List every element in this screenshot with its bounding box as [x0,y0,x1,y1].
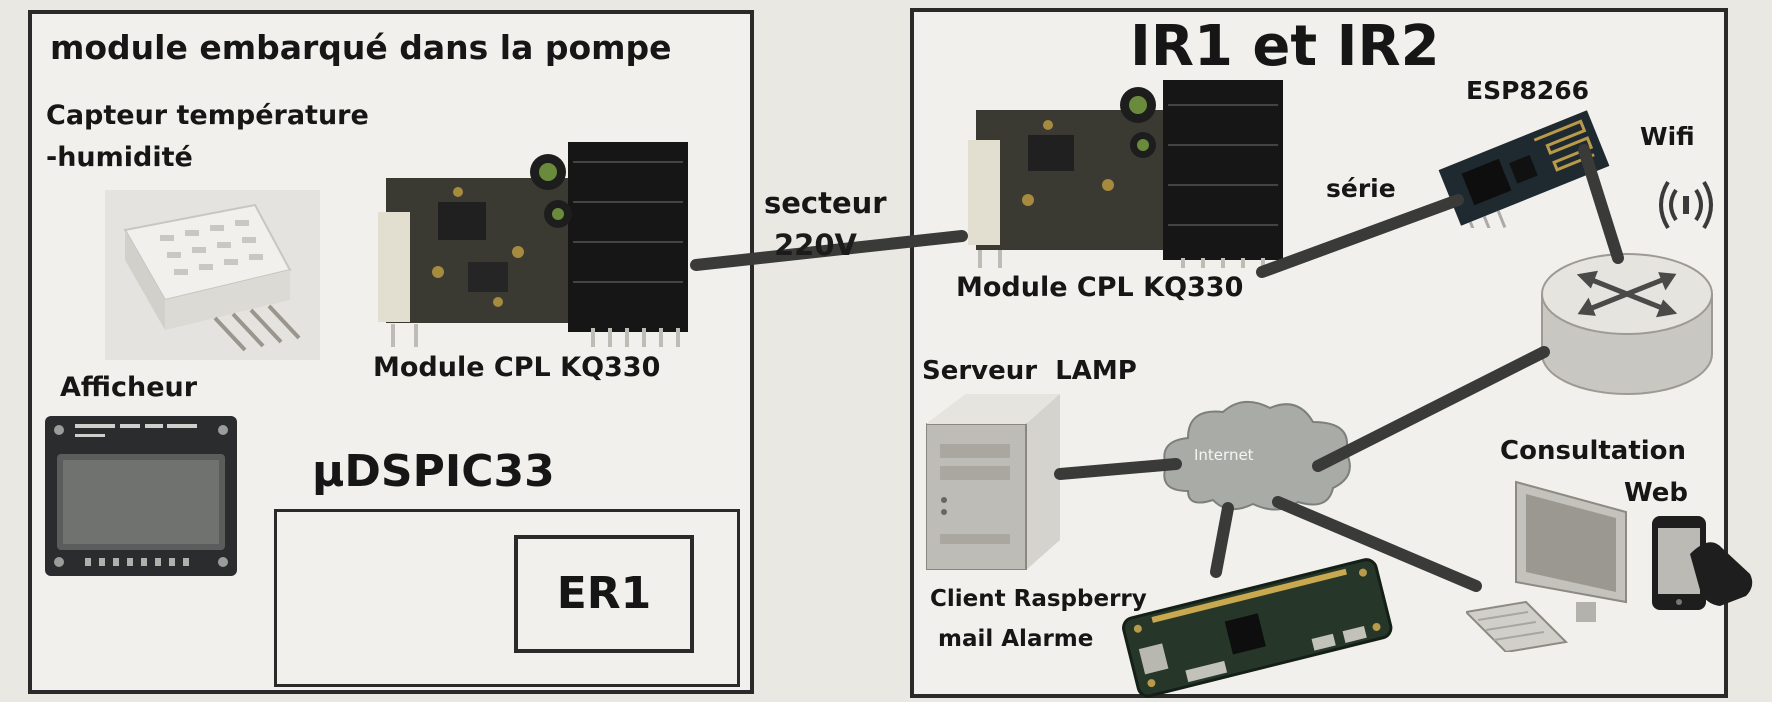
esp-label: ESP8266 [1466,76,1589,105]
cpl-label-right: Module CPL KQ330 [956,272,1244,303]
monitor-icon [1466,480,1627,652]
temperature-humidity-sensor [105,190,320,360]
right-panel-title: IR1 et IR2 [1130,14,1440,79]
mains-label-line2: 220V [774,228,857,262]
wifi-label: Wifi [1640,122,1695,151]
consult-label-line2: Web [1624,478,1688,508]
sensor-label-line2: -humidité [46,142,193,173]
client-label-line1: Client Raspberry [930,586,1147,612]
mcu-label: µDSPIC33 [312,446,555,497]
sensor-label-line1: Capteur température [46,100,369,131]
router-icon [1541,253,1713,395]
mains-label-line1: secteur [764,186,887,220]
serie-label: série [1326,174,1396,203]
lcd-display [45,416,237,576]
wifi-icon [1659,180,1713,230]
smartphone-icon [1652,516,1753,610]
cpl-module-right [968,80,1283,268]
display-label: Afficheur [60,372,198,403]
server-label: Serveur LAMP [922,356,1137,386]
left-panel-title: module embarqué dans la pompe [50,28,672,67]
internet-label: Internet [1194,446,1254,464]
client-label-line2: mail Alarme [938,626,1094,652]
er1-box [514,535,694,653]
cpl-label-left: Module CPL KQ330 [373,352,661,383]
internet-cloud-icon [1163,401,1351,511]
raspberry-pi-board [1122,558,1393,698]
consult-label-line1: Consultation [1500,436,1687,466]
er1-label: ER1 [556,568,652,619]
esp8266-board [1438,110,1610,228]
cpl-module-left [378,142,688,347]
server-icon [926,394,1060,570]
